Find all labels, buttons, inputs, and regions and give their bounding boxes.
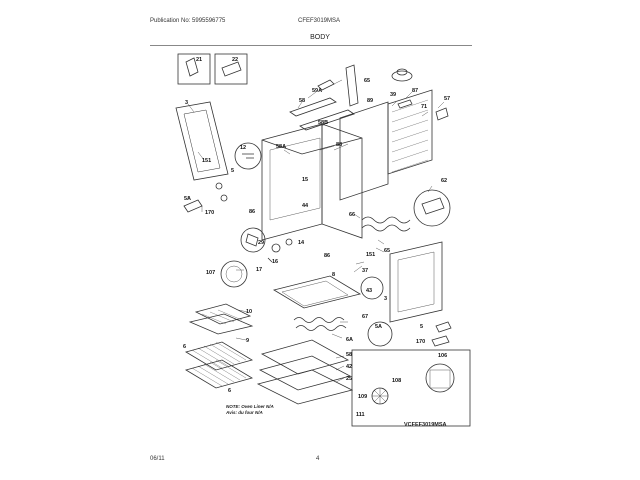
fan-39 bbox=[391, 70, 413, 82]
footer-date: 06/11 bbox=[150, 456, 165, 462]
callout: 107 bbox=[206, 270, 215, 276]
callout: 62 bbox=[441, 178, 447, 184]
drawer-liner-25 bbox=[256, 369, 354, 405]
callout: 12 bbox=[240, 145, 246, 151]
callout: 44 bbox=[302, 203, 309, 209]
callout: 6A bbox=[346, 337, 353, 343]
callout: 58 bbox=[299, 98, 305, 104]
callout: 8 bbox=[332, 272, 335, 278]
callout: 58 bbox=[346, 352, 352, 358]
callout: 9 bbox=[246, 338, 249, 344]
detail-circle-43 bbox=[360, 276, 384, 300]
callout: 25 bbox=[346, 376, 352, 382]
callout: 151 bbox=[366, 252, 375, 258]
callout: 86 bbox=[249, 209, 255, 215]
oven-rack-upper bbox=[184, 341, 254, 371]
inset-box-21 bbox=[177, 53, 211, 85]
callout: 43 bbox=[366, 288, 372, 294]
callout: 170 bbox=[205, 210, 214, 216]
callout: 58A bbox=[276, 144, 286, 150]
inset-model-label: VCFEF3019MSA bbox=[404, 422, 447, 428]
broiler-pan-9 bbox=[188, 313, 254, 335]
callout: 65 bbox=[364, 78, 370, 84]
callout: 59A bbox=[312, 88, 322, 94]
light-cover-107 bbox=[220, 260, 248, 288]
callout: 16 bbox=[272, 259, 278, 265]
drawer-58 bbox=[260, 339, 350, 375]
vent-duct-65 bbox=[345, 64, 359, 107]
detail-circle-62 bbox=[413, 189, 451, 227]
drawer-panel-42 bbox=[258, 355, 352, 391]
callout: 106 bbox=[438, 353, 447, 359]
callout: 3 bbox=[384, 296, 387, 302]
detail-circle-5a bbox=[367, 321, 393, 347]
callout: 88 bbox=[336, 142, 342, 148]
bake-element-66 bbox=[361, 216, 411, 232]
callout: 21 bbox=[196, 57, 202, 63]
callout: 65 bbox=[384, 248, 390, 254]
broil-element-67 bbox=[293, 317, 345, 323]
callout: 89 bbox=[367, 98, 373, 104]
callout: 58B bbox=[318, 120, 328, 126]
bottom-tray-8 bbox=[272, 275, 362, 309]
callout: 67 bbox=[362, 314, 368, 320]
callout: 170 bbox=[416, 339, 425, 345]
callout: 5A bbox=[184, 196, 191, 202]
model-number: CFEF3019MSA bbox=[298, 18, 341, 24]
callout: 6 bbox=[183, 344, 186, 350]
header-rule bbox=[150, 45, 472, 46]
callout: 37 bbox=[362, 268, 368, 274]
callout: 71 bbox=[421, 104, 427, 110]
oven-liner-note: NOTE: Oven Liner N/A Avis: du four N/A bbox=[226, 404, 274, 415]
oven-body-front bbox=[261, 123, 323, 241]
rear-cover-71 bbox=[387, 89, 433, 175]
callout: 42 bbox=[346, 364, 352, 370]
callout: 86 bbox=[324, 253, 330, 259]
callout: 151 bbox=[202, 158, 211, 164]
oven-rack-lower bbox=[184, 359, 254, 389]
callout: 5 bbox=[231, 168, 234, 174]
callout: 17 bbox=[256, 267, 262, 273]
back-panel bbox=[339, 101, 389, 201]
left-side-panel bbox=[175, 101, 229, 181]
callout: 3 bbox=[185, 100, 188, 106]
callout: 22 bbox=[232, 57, 238, 63]
callout: 5A bbox=[375, 324, 382, 330]
callout: 5 bbox=[420, 324, 423, 330]
broiler-pan-insert-10 bbox=[194, 303, 252, 325]
callout: 10 bbox=[246, 309, 252, 315]
callout: 108 bbox=[392, 378, 401, 384]
callout: 66 bbox=[349, 212, 355, 218]
callout: 6 bbox=[228, 388, 231, 394]
convection-inset bbox=[351, 349, 471, 427]
callout: 87 bbox=[412, 88, 418, 94]
callout: 39 bbox=[390, 92, 396, 98]
callout: 29 bbox=[258, 240, 264, 246]
inset-box-22 bbox=[214, 53, 248, 85]
callout: 14 bbox=[298, 240, 305, 246]
detail-circle-12 bbox=[234, 142, 262, 170]
page-title: BODY bbox=[310, 34, 330, 41]
callout: 57 bbox=[444, 96, 450, 102]
callout: 109 bbox=[358, 394, 367, 400]
right-side-panel bbox=[389, 241, 443, 323]
publication-number: Publication No: 5995596775 bbox=[150, 18, 226, 24]
fan-motor-106 bbox=[425, 363, 455, 393]
detail-circle-29 bbox=[240, 227, 266, 253]
callout: 15 bbox=[302, 177, 308, 183]
callout: 111 bbox=[356, 412, 365, 418]
page-number: 4 bbox=[316, 456, 320, 462]
